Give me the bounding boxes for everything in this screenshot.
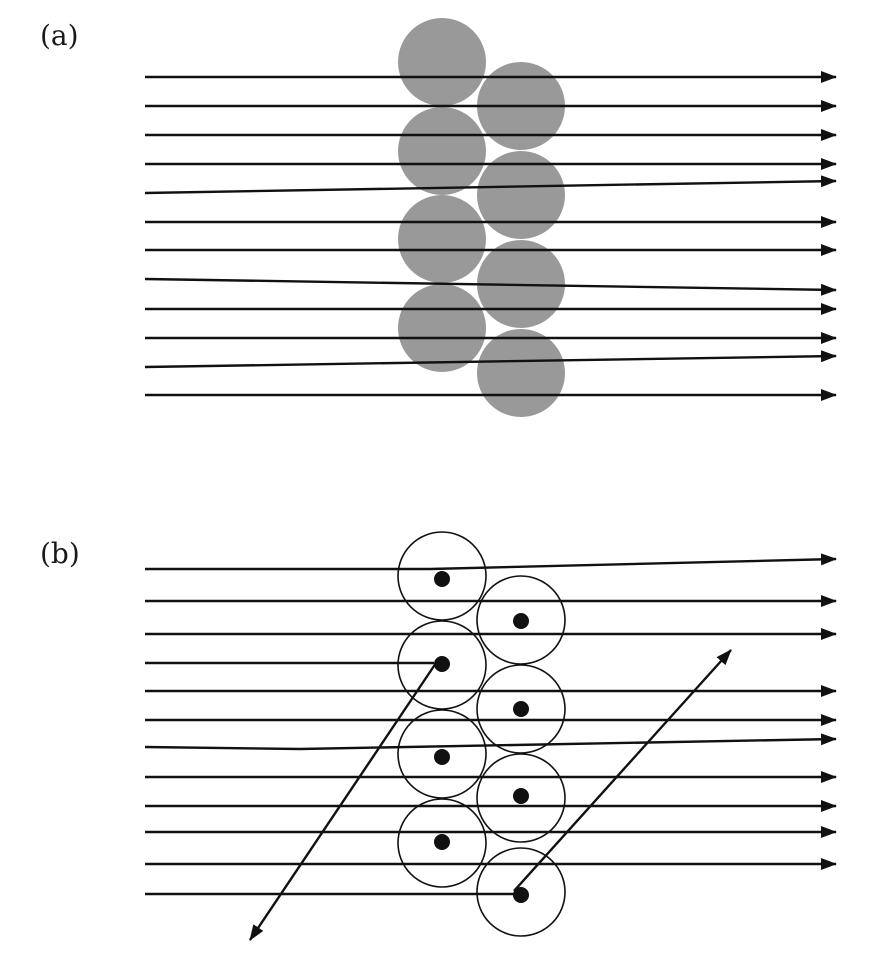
solid-sphere-icon xyxy=(398,18,486,106)
panel-b xyxy=(144,531,837,941)
ray-arrow xyxy=(429,553,837,571)
nucleus-dot-icon xyxy=(513,788,529,804)
ray-arrow xyxy=(144,175,837,195)
ray-arrow xyxy=(144,350,837,369)
ray-arrow xyxy=(144,277,837,296)
nucleus-dot-icon xyxy=(434,749,450,765)
nucleus-dot-icon xyxy=(434,834,450,850)
ray-arrow xyxy=(144,745,301,751)
ray-arrow xyxy=(299,733,837,751)
deflected-ray-arrow xyxy=(513,649,732,892)
open-sphere-icon xyxy=(397,531,487,621)
panel-a-label: (a) xyxy=(40,19,79,52)
solid-sphere-icon xyxy=(398,107,486,195)
panel-b-label: (b) xyxy=(40,537,80,570)
open-sphere-icon xyxy=(476,575,566,665)
solid-sphere-icon xyxy=(477,329,565,417)
open-sphere-icon xyxy=(397,709,487,799)
open-sphere-icon xyxy=(397,798,487,888)
open-sphere-icon xyxy=(397,620,487,710)
solid-sphere-icon xyxy=(398,284,486,372)
nucleus-dot-icon xyxy=(513,887,529,903)
backscatter-ray-arrow xyxy=(249,662,437,941)
nucleus-dot-icon xyxy=(513,613,529,629)
ray-group-b xyxy=(144,553,837,941)
nucleus-group xyxy=(434,571,529,903)
solid-sphere-icon xyxy=(477,151,565,239)
nucleus-dot-icon xyxy=(434,656,450,672)
open-sphere-icon xyxy=(476,753,566,843)
panel-a xyxy=(144,18,837,417)
nucleus-dot-icon xyxy=(513,701,529,717)
nucleus-dot-icon xyxy=(434,571,450,587)
open-sphere-group xyxy=(397,531,566,937)
open-sphere-icon xyxy=(476,847,566,937)
ray-group-a xyxy=(144,71,837,401)
solid-sphere-icon xyxy=(398,195,486,283)
open-sphere-icon xyxy=(476,664,566,754)
